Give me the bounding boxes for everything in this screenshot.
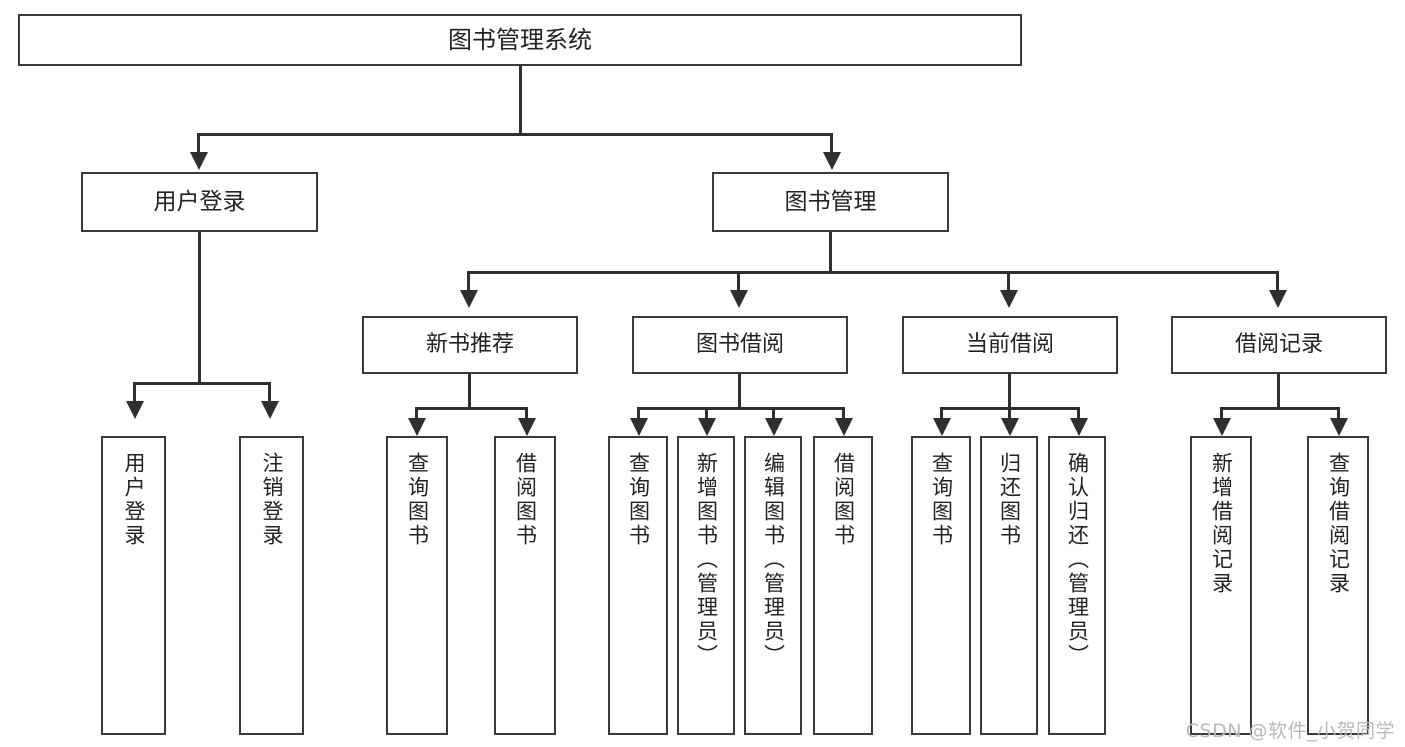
connector-drop-leaf-confirm-return xyxy=(1077,407,1080,420)
connector-drop-leaf-query-book-2 xyxy=(637,407,640,420)
arrowhead-new-book-recommend xyxy=(460,290,478,308)
node-label: 归还图书 xyxy=(997,452,1022,548)
connector-drop-leaf-query-record xyxy=(1337,407,1340,420)
leaf-edit-book[interactable]: 编辑图书（管理员） xyxy=(744,436,802,735)
connector-drop-leaf-edit-book xyxy=(772,407,775,420)
connector-drop-leaf-logout-login xyxy=(268,382,271,403)
connector-drop-new-book-recommend xyxy=(467,271,470,292)
node-book-borrow[interactable]: 图书借阅 xyxy=(632,316,848,374)
connector-drop-current-borrow xyxy=(1007,271,1010,292)
watermark-text: CSDN @软件_小贺同学 xyxy=(1185,720,1395,742)
node-label: 图书管理系统 xyxy=(448,26,592,54)
node-label: 用户登录 xyxy=(153,188,246,215)
node-label: 查询图书 xyxy=(929,452,954,548)
connector-user-login-down xyxy=(198,232,201,384)
node-label: 确认归还（管理员） xyxy=(1065,452,1090,668)
leaf-add-book[interactable]: 新增图书（管理员） xyxy=(677,436,735,735)
connector-bus-borrow-record-leaves xyxy=(1220,407,1340,410)
node-root-book-management-system[interactable]: 图书管理系统 xyxy=(18,14,1022,66)
connector-drop-user-login xyxy=(197,133,200,155)
leaf-borrow-book-1[interactable]: 借阅图书 xyxy=(494,436,556,735)
node-borrow-record[interactable]: 借阅记录 xyxy=(1171,316,1387,374)
connector-bus-user-login-leaves xyxy=(133,382,270,385)
node-user-login[interactable]: 用户登录 xyxy=(81,172,318,232)
connector-borrow-record-down xyxy=(1277,374,1280,410)
node-label: 查询图书 xyxy=(626,452,651,548)
arrowhead-leaf-add-book xyxy=(698,418,716,436)
connector-drop-book-borrow xyxy=(737,271,740,292)
arrowhead-leaf-user-login xyxy=(126,401,144,419)
arrowhead-leaf-add-record xyxy=(1213,418,1231,436)
node-label: 查询借阅记录 xyxy=(1326,452,1351,596)
leaf-return-book[interactable]: 归还图书 xyxy=(980,436,1038,735)
node-label: 新增图书（管理员） xyxy=(694,452,719,668)
leaf-logout-login[interactable]: 注销登录 xyxy=(239,436,304,735)
leaf-query-book-3[interactable]: 查询图书 xyxy=(911,436,971,735)
node-label: 当前借阅 xyxy=(965,332,1054,358)
leaf-user-login[interactable]: 用户登录 xyxy=(101,436,166,735)
connector-drop-leaf-borrow-book-1 xyxy=(525,407,528,420)
connector-book-manage-down xyxy=(829,232,832,274)
leaf-confirm-return[interactable]: 确认归还（管理员） xyxy=(1048,436,1106,735)
leaf-query-record[interactable]: 查询借阅记录 xyxy=(1307,436,1369,735)
arrowhead-leaf-return-book xyxy=(1001,418,1019,436)
node-label: 借阅图书 xyxy=(513,452,538,548)
arrowhead-leaf-borrow-book-2 xyxy=(835,418,853,436)
connector-drop-leaf-return-book xyxy=(1008,407,1011,420)
connector-new-book-recommend-down xyxy=(468,374,471,410)
node-label: 用户登录 xyxy=(122,452,146,548)
node-label: 图书借阅 xyxy=(695,332,784,358)
connector-drop-leaf-borrow-book-2 xyxy=(842,407,845,420)
leaf-query-book-2[interactable]: 查询图书 xyxy=(608,436,668,735)
node-label: 借阅图书 xyxy=(831,452,856,548)
leaf-add-record[interactable]: 新增借阅记录 xyxy=(1190,436,1252,735)
arrowhead-leaf-query-record xyxy=(1330,418,1348,436)
node-current-borrow[interactable]: 当前借阅 xyxy=(902,316,1118,374)
connector-drop-leaf-query-book-1 xyxy=(415,407,418,420)
node-label: 新书推荐 xyxy=(425,332,514,358)
arrowhead-leaf-logout-login xyxy=(261,401,279,419)
connector-drop-borrow-record xyxy=(1276,271,1279,292)
node-label: 编辑图书（管理员） xyxy=(761,452,786,668)
node-book-manage[interactable]: 图书管理 xyxy=(712,172,949,232)
node-label: 图书管理 xyxy=(784,188,877,215)
node-label: 借阅记录 xyxy=(1234,332,1323,358)
connector-bus-book-borrow-leaves xyxy=(637,407,845,410)
node-new-book-recommend[interactable]: 新书推荐 xyxy=(362,316,578,374)
arrowhead-leaf-query-book-3 xyxy=(933,418,951,436)
connector-current-borrow-down xyxy=(1008,374,1011,410)
arrowhead-leaf-confirm-return xyxy=(1070,418,1088,436)
connector-bus-level3 xyxy=(467,271,1279,274)
connector-drop-book-manage xyxy=(830,133,833,155)
leaf-query-book-1[interactable]: 查询图书 xyxy=(386,436,448,735)
arrowhead-book-borrow xyxy=(730,290,748,308)
node-label: 新增借阅记录 xyxy=(1209,452,1234,596)
leaf-borrow-book-2[interactable]: 借阅图书 xyxy=(813,436,873,735)
arrowhead-user-login xyxy=(190,152,208,170)
arrowhead-leaf-edit-book xyxy=(765,418,783,436)
connector-root-down xyxy=(519,66,522,134)
arrowhead-current-borrow xyxy=(1000,290,1018,308)
node-label: 注销登录 xyxy=(260,452,284,548)
connector-book-borrow-down xyxy=(738,374,741,410)
connector-drop-leaf-query-book-3 xyxy=(940,407,943,420)
connector-drop-leaf-add-book xyxy=(705,407,708,420)
connector-bus-new-book-recommend-leaves xyxy=(415,407,528,410)
node-label: 查询图书 xyxy=(405,452,430,548)
arrowhead-borrow-record xyxy=(1269,290,1287,308)
arrowhead-leaf-borrow-book-1 xyxy=(518,418,536,436)
arrowhead-leaf-query-book-2 xyxy=(630,418,648,436)
connector-drop-leaf-add-record xyxy=(1220,407,1223,420)
arrowhead-leaf-query-book-1 xyxy=(408,418,426,436)
connector-bus-level2 xyxy=(197,133,833,136)
connector-drop-leaf-user-login xyxy=(133,382,136,403)
arrowhead-book-manage xyxy=(823,152,841,170)
